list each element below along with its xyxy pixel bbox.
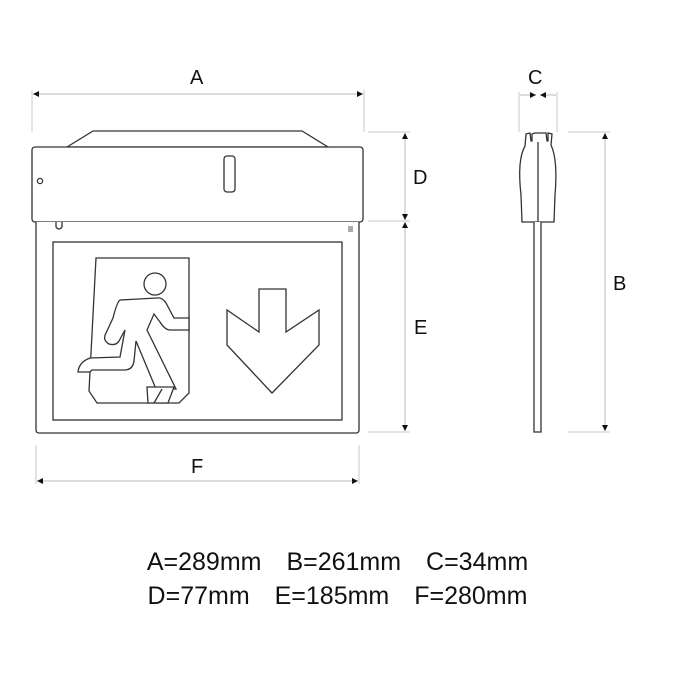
arrow-down-icon — [226, 288, 320, 394]
spec-e: E=185mm — [274, 582, 390, 610]
dimension-f — [35, 445, 360, 484]
menu-lines-icon — [348, 226, 353, 232]
dimension-a — [31, 90, 365, 132]
side-view — [519, 132, 557, 433]
spec-row-2: D=77mm E=185mm F=280mm — [0, 584, 675, 609]
front-view — [31, 130, 364, 434]
spec-d: D=77mm — [147, 582, 250, 610]
spec-row-1: A=289mm B=261mm C=34mm — [0, 550, 675, 575]
label-d: D — [413, 167, 428, 189]
dimension-d-e — [368, 131, 410, 433]
dimension-c — [518, 92, 558, 132]
spec-c: C=34mm — [426, 548, 529, 576]
label-c: C — [528, 67, 543, 89]
dimension-b — [568, 131, 610, 433]
housing — [31, 146, 364, 223]
exit-door — [88, 257, 190, 404]
spec-a: A=289mm — [146, 548, 262, 576]
panel-inner-frame — [52, 241, 343, 421]
test-button — [36, 177, 44, 185]
label-e: E — [414, 317, 428, 339]
label-f: F — [191, 456, 204, 478]
spec-f: F=280mm — [414, 582, 528, 610]
running-man-icon — [77, 272, 190, 404]
side-panel — [533, 222, 542, 433]
spec-b: B=261mm — [286, 548, 402, 576]
top-cap — [64, 130, 331, 148]
label-a: A — [190, 67, 204, 89]
label-b: B — [613, 273, 627, 295]
indicator-slot — [223, 155, 236, 193]
